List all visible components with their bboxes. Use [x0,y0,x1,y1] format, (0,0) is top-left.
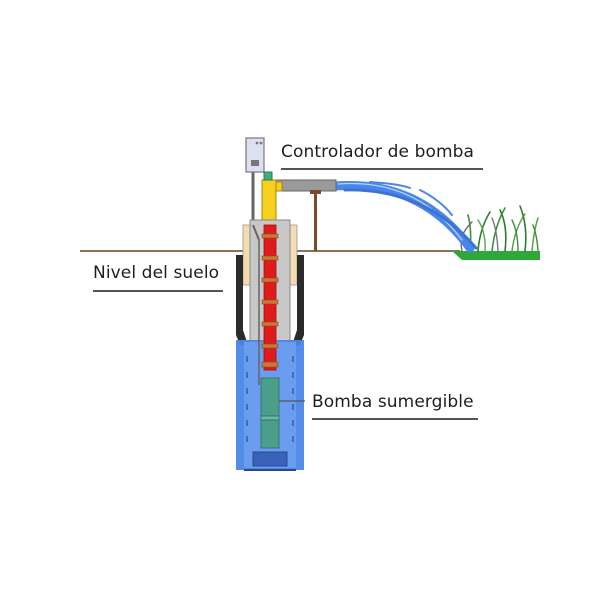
controller-label: Controlador de bomba [281,142,475,162]
ground-level-label: Nivel del suelo [93,263,220,283]
pipe-support-cap [310,190,321,194]
power-cable [252,224,260,241]
ground-level-label-underline [93,290,223,292]
submersible-pump-label-underline [312,418,478,420]
water-stream [331,181,478,253]
pump-controller [245,137,265,225]
riser-pipe [261,224,279,371]
controller-label-underline [281,168,483,170]
outlet-pipe [275,179,337,192]
pipe-support-post [314,191,317,251]
pump-body [260,377,280,449]
submersible-pump-label: Bomba sumergible [312,392,474,412]
outlet-fitting [261,171,283,226]
grass-patch [452,205,540,260]
